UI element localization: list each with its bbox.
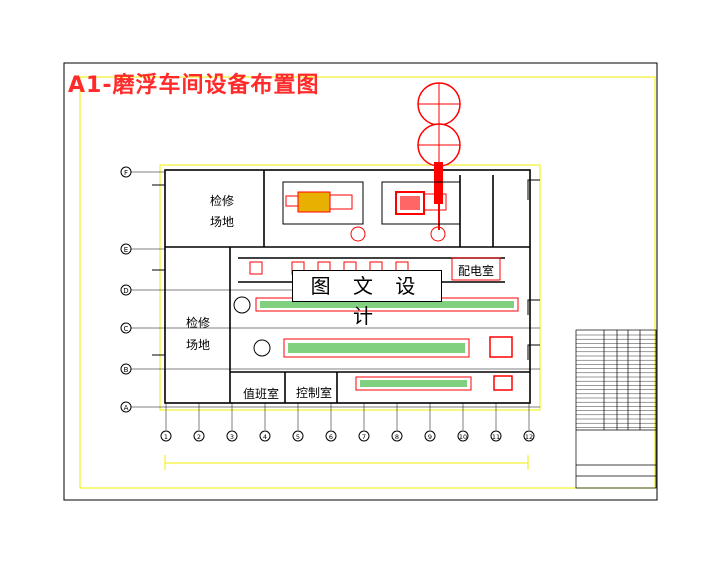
col-axis-label: 11 — [492, 433, 500, 441]
walls — [164, 169, 531, 404]
col-axis-label: 3 — [230, 433, 234, 441]
title-block — [575, 329, 657, 489]
col-axis-label: 12 — [525, 433, 533, 441]
col-axis-bubble — [457, 430, 469, 442]
row-axis-label: C — [124, 325, 129, 333]
repair-area-mid-label-2: 场地 — [186, 338, 211, 352]
stairs — [152, 179, 540, 370]
watermark-overlay: 图 文 设 计 — [292, 270, 442, 328]
row-axis-bubbles: F E D C B A — [120, 166, 132, 413]
grid-lines — [130, 171, 540, 408]
col-axis-label: 8 — [395, 433, 399, 441]
row-axis-label: B — [124, 366, 129, 374]
building-yellow-outline — [159, 164, 541, 411]
col-axis-label: 4 — [263, 433, 267, 441]
col-axis-label: 7 — [362, 433, 366, 441]
repair-area-top-label-1: 检修 — [210, 194, 235, 208]
row-axis-bubble — [120, 243, 132, 255]
row-axis-bubble — [120, 401, 132, 413]
row-axis-bubble — [120, 284, 132, 296]
col-axis-label: 10 — [459, 433, 467, 441]
duty-room-label: 值班室 — [243, 387, 280, 401]
power-room-label: 配电室 — [458, 264, 495, 278]
col-axis-bubble — [424, 430, 436, 442]
row-axis-label: F — [124, 169, 128, 177]
col-axis-label: 9 — [428, 433, 432, 441]
outer-frame — [63, 62, 658, 501]
col-axis-label: 2 — [197, 433, 201, 441]
repair-area-mid-label-1: 检修 — [186, 316, 211, 330]
col-axis-bubble — [193, 430, 205, 442]
thickener-tanks — [417, 82, 461, 230]
row-axis-label: D — [123, 287, 128, 295]
repair-area-top-label-2: 场地 — [210, 215, 235, 229]
drawing-title: A1-磨浮车间设备布置图 — [68, 73, 320, 98]
col-axis-label: 5 — [296, 433, 300, 441]
col-axis-bubble — [292, 430, 304, 442]
row-axis-bubble — [120, 322, 132, 334]
row-axis-bubble — [120, 166, 132, 178]
col-axis-bubble — [358, 430, 370, 442]
col-axis-label: 6 — [329, 433, 333, 441]
col-axis-bubble — [490, 430, 502, 442]
control-room-label: 控制室 — [296, 386, 333, 400]
col-axis-bubble — [226, 430, 238, 442]
col-axis-bubble — [523, 430, 535, 442]
col-axis-label: 1 — [164, 433, 168, 441]
row-axis-label: E — [124, 246, 128, 254]
row-axis-bubble — [120, 363, 132, 375]
col-axis-bubble — [391, 430, 403, 442]
row-axis-label: A — [124, 404, 129, 412]
col-axis-bubble — [160, 430, 172, 442]
title-block-rows — [576, 334, 656, 428]
mill-equipment — [282, 181, 461, 242]
col-axis-bubble — [259, 430, 271, 442]
col-axis-bubble — [325, 430, 337, 442]
inner-frame — [79, 76, 656, 489]
